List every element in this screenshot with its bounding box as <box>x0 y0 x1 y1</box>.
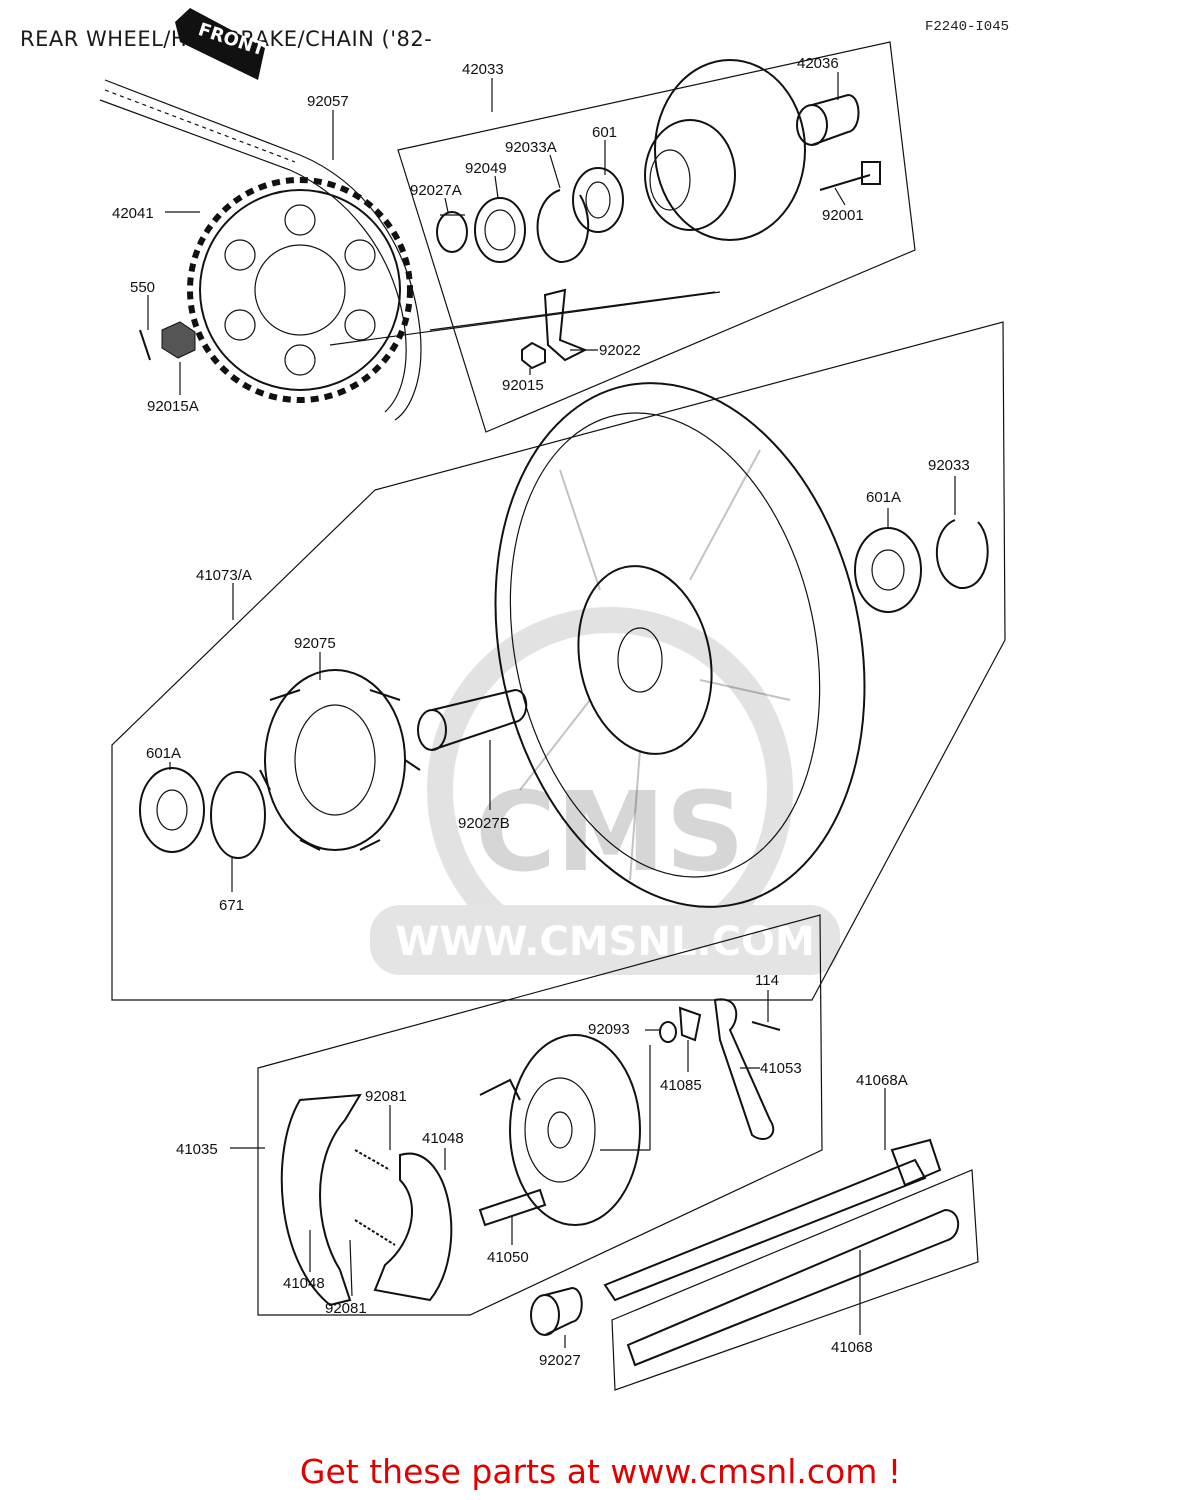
part-label-41035: 41035 <box>176 1141 218 1158</box>
part-label-41085: 41085 <box>660 1077 702 1094</box>
part-label-42041: 42041 <box>112 205 154 222</box>
bearing-601A-right <box>854 527 922 613</box>
part-label-92027: 92027 <box>539 1352 581 1369</box>
hub-group-frame <box>397 41 916 433</box>
part-label-550: 550 <box>130 279 155 296</box>
bolt-92001 <box>819 161 881 191</box>
part-label-41068: 41068 <box>831 1339 873 1356</box>
stud-lead-line <box>329 291 721 346</box>
circlip-92033A <box>536 189 590 264</box>
circlip-92033 <box>935 519 989 590</box>
sprocket-hub <box>644 59 806 241</box>
part-label-92027A: 92027A <box>410 182 462 199</box>
brake-lever-41053 <box>713 998 775 1140</box>
wheel-group-frame <box>111 321 1006 1001</box>
axle-41068 <box>626 1208 960 1367</box>
part-label-92027B: 92027B <box>458 815 510 832</box>
part-label-92015A: 92015A <box>147 398 199 415</box>
axle-41068A <box>603 1138 942 1302</box>
part-label-92015: 92015 <box>502 377 544 394</box>
collar-92027 <box>530 1286 583 1336</box>
rear-sprocket <box>187 177 413 403</box>
watermark-url: WWW.CMSNL.COM <box>395 919 815 965</box>
stud-lead-line-2 <box>429 291 716 331</box>
bolt-114 <box>751 1021 781 1031</box>
part-label-601A-left: 601A <box>146 745 181 762</box>
oil-seal-92049 <box>474 197 526 263</box>
indicator-41085 <box>678 1006 702 1042</box>
part-label-114: 114 <box>755 972 779 989</box>
brake-shoe-top <box>373 1152 453 1302</box>
collar-92027A <box>436 211 468 253</box>
sprocket-nut <box>139 321 196 361</box>
part-label-601: 601 <box>592 124 617 141</box>
washer-92093 <box>659 1021 677 1043</box>
part-label-41048-bottom: 41048 <box>283 1275 325 1292</box>
part-label-92081-bottom: 92081 <box>325 1300 367 1317</box>
collar-42036 <box>796 93 860 146</box>
part-label-41050: 41050 <box>487 1249 529 1266</box>
part-label-41073A: 41073/A <box>196 567 252 584</box>
brake-panel <box>479 1034 641 1226</box>
part-label-42036: 42036 <box>797 55 839 72</box>
part-label-601A-right: 601A <box>866 489 901 506</box>
figure-code: F2240-I045 <box>925 19 1009 35</box>
collar-92027B <box>417 688 528 751</box>
cta-banner[interactable]: Get these parts at www.cmsnl.com ! <box>299 1452 902 1491</box>
part-label-92081-top: 92081 <box>365 1088 407 1105</box>
leader-lines <box>147 72 956 1348</box>
part-label-92001: 92001 <box>822 207 864 224</box>
axle-group-frame <box>611 1169 979 1391</box>
brake-cam-41050 <box>478 1188 547 1227</box>
part-label-671: 671 <box>219 897 244 914</box>
part-label-92057: 92057 <box>307 93 349 110</box>
watermark: CMS WWW.CMSNL.COM <box>370 607 840 975</box>
part-label-92093: 92093 <box>588 1021 630 1038</box>
nut-92015 <box>521 341 546 370</box>
o-ring-671 <box>210 771 266 859</box>
part-label-92049: 92049 <box>465 160 507 177</box>
shoe-spring-bottom <box>354 1219 396 1246</box>
part-label-92075: 92075 <box>294 635 336 652</box>
part-label-42033: 42033 <box>462 61 504 78</box>
rear-wheel <box>494 382 866 908</box>
bearing-601 <box>572 167 624 233</box>
shoe-spring-top <box>354 1149 391 1171</box>
damper-92075 <box>259 669 421 851</box>
part-label-41053: 41053 <box>760 1060 802 1077</box>
bearing-601A-left <box>139 767 205 853</box>
part-label-41068A: 41068A <box>856 1072 908 1089</box>
part-label-92022: 92022 <box>599 342 641 359</box>
part-label-92033: 92033 <box>928 457 970 474</box>
front-direction-tag: FRONT <box>175 8 268 80</box>
brake-shoe-bottom <box>280 1093 362 1307</box>
brake-group-frame <box>257 914 823 1316</box>
part-label-41048-top: 41048 <box>422 1130 464 1147</box>
part-label-92033A: 92033A <box>505 139 557 156</box>
watermark-logo: CMS <box>475 768 744 896</box>
